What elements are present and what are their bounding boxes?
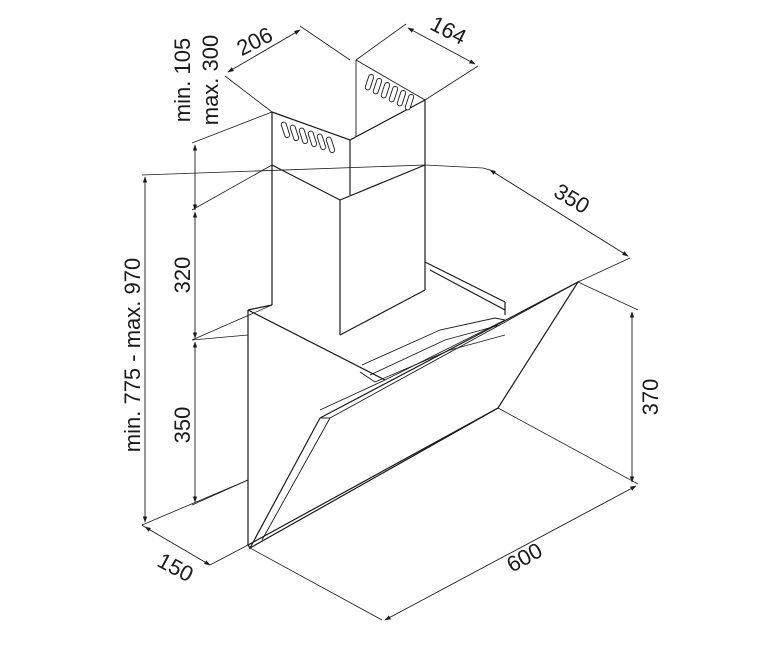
dim-chimney-lower: 320 <box>170 257 195 294</box>
dim-chimney-top-max: max. 300 <box>198 35 223 126</box>
vent-slots-right <box>364 73 415 111</box>
dim-overall-height: min. 775 - max. 970 <box>120 258 145 452</box>
dim-chimney-top-min: min. 105 <box>170 38 195 122</box>
dim-chimney-depth: 164 <box>426 11 470 50</box>
extension-lines <box>141 23 639 621</box>
dim-hood-depth: 350 <box>550 178 594 218</box>
chimney-lower <box>271 164 426 336</box>
dim-body-height: 350 <box>170 407 195 444</box>
vent-slots-left <box>280 121 336 154</box>
chimney-upper <box>271 59 426 195</box>
dim-hood-width: 600 <box>502 538 546 578</box>
hood-body <box>247 261 580 550</box>
dim-chimney-width: 206 <box>233 22 277 61</box>
dimension-lines <box>142 27 637 621</box>
dim-hood-front-height: 370 <box>638 379 663 416</box>
